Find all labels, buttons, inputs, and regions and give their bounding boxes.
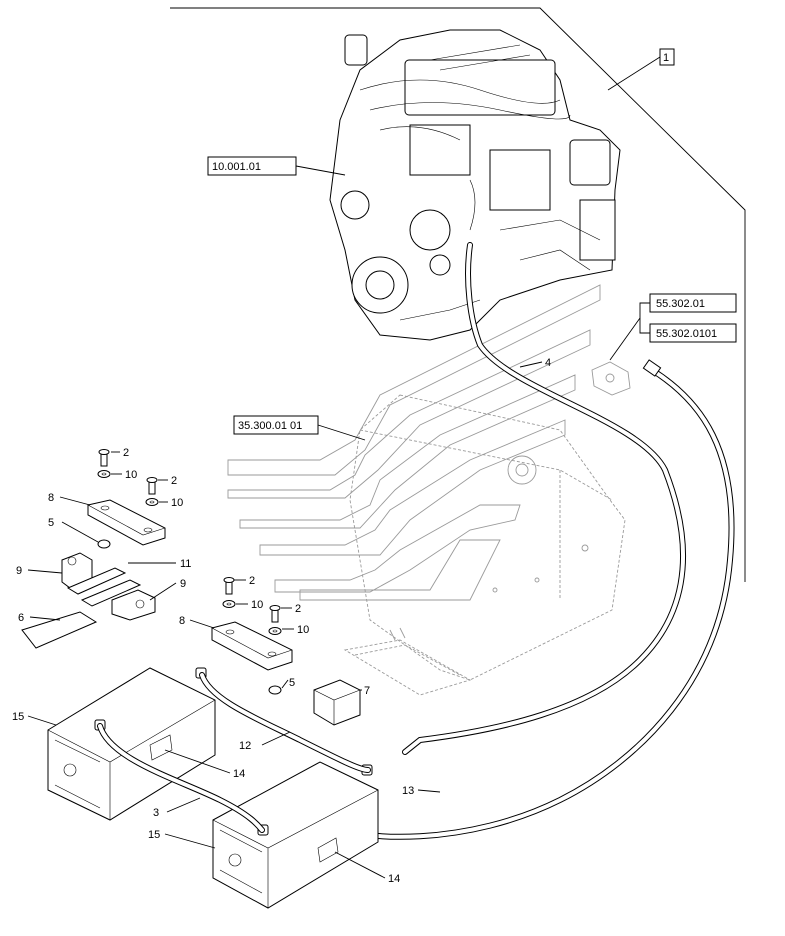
callout-battery-top: 15 (12, 711, 24, 723)
callout-nut-bottom: 5 (289, 677, 295, 689)
battery-switch-ref-b: 55.302.0101 (656, 328, 717, 340)
callout-battery-bottom: 15 (148, 829, 160, 841)
engine-ref-label: 10.001.01 (212, 161, 261, 173)
callout-bolt-a: 2 (123, 447, 129, 459)
battery-switch-refs: 55.302.01 55.302.0101 (609, 293, 737, 361)
callout-spacer: 11 (180, 558, 191, 570)
callout-cable-12: 12 (239, 740, 251, 752)
callout-bolt-c: 2 (249, 575, 255, 587)
callout-nut-top: 5 (48, 517, 54, 529)
fuel-tank-ghost (343, 394, 626, 696)
decal-chevrons (227, 284, 601, 601)
assembly-bracket: 1 (170, 7, 746, 582)
battery-switch-ref-a: 55.302.01 (656, 298, 705, 310)
callout-switch-box: 7 (364, 685, 370, 697)
battery-1 (47, 667, 216, 821)
callout-cable-4: 4 (545, 357, 551, 369)
battery-switch-ghost (591, 361, 631, 396)
cable-4 (402, 242, 686, 755)
callout-terminal-bottom: 14 (388, 873, 400, 885)
callout-washer-c: 10 (251, 599, 263, 611)
callout-cable-13: 13 (402, 785, 414, 797)
callout-cable-3: 3 (153, 807, 159, 819)
cable-13 (287, 359, 735, 840)
callout-bolt-b: 2 (171, 475, 177, 487)
fuel-tank-ref-label: 35.300.01 01 (238, 420, 302, 432)
engine-illustration (329, 29, 621, 341)
callout-clamp-plate-bottom: 8 (179, 615, 185, 627)
callout-bracket-right: 9 (180, 578, 186, 590)
callout-washer-a: 10 (125, 469, 137, 481)
fuel-tank-ref: 35.300.01 01 (233, 415, 366, 441)
battery-2 (212, 761, 379, 909)
assembly-ref: 1 (663, 52, 669, 64)
hardware-group-top (87, 449, 166, 549)
callout-terminal-top: 14 (233, 768, 245, 780)
callout-bracket-left: 9 (16, 565, 22, 577)
engine-ref: 10.001.01 (207, 156, 346, 176)
callouts: 2 10 2 10 8 5 11 9 9 6 2 10 2 10 8 5 7 4 (12, 357, 551, 885)
callout-washer-b: 10 (171, 497, 183, 509)
cable-12 (199, 672, 371, 773)
callout-pad: 6 (18, 612, 24, 624)
hardware-group-bottom (211, 577, 361, 726)
cable-3 (97, 723, 265, 833)
callout-washer-d: 10 (297, 624, 309, 636)
brackets-group (21, 552, 156, 649)
callout-bolt-d: 2 (295, 603, 301, 615)
callout-clamp-plate-top: 8 (48, 492, 54, 504)
